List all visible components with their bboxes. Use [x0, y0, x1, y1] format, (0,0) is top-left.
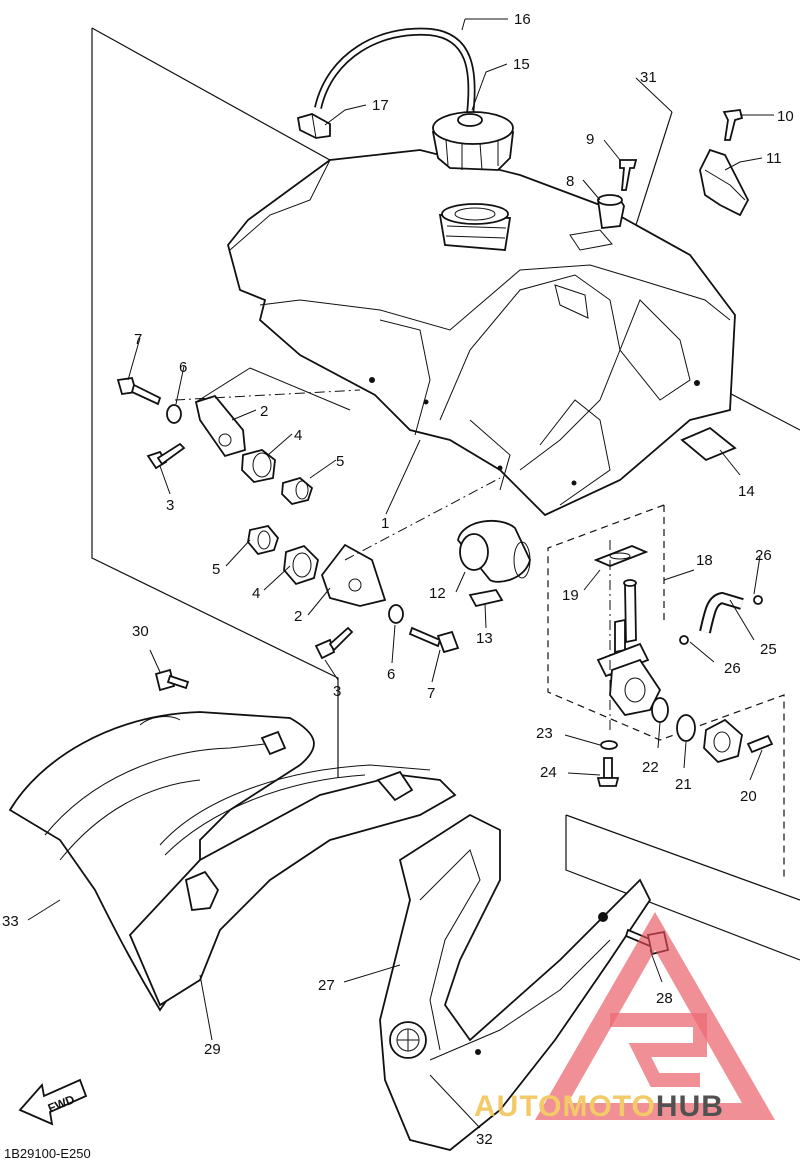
callout-19: 19 — [562, 587, 579, 604]
callout-15: 15 — [513, 56, 530, 73]
callout-2a: 2 — [260, 403, 268, 420]
callout-6a: 6 — [179, 359, 187, 376]
callout-27: 27 — [318, 977, 335, 994]
forward-arrow: FWD — [18, 1078, 88, 1126]
fuel-tank — [227, 149, 736, 517]
breather-hose — [314, 27, 476, 116]
callout-labels: 16 15 17 31 9 8 10 11 7 6 2 4 5 3 1 14 5… — [2, 11, 794, 1148]
callout-9: 9 — [586, 131, 594, 148]
side-shroud-27 — [379, 813, 652, 1151]
watermark-auto: AUTO — [474, 1090, 562, 1123]
callout-5b: 5 — [212, 561, 220, 578]
callout-3a: 3 — [166, 497, 174, 514]
callout-21: 21 — [675, 776, 692, 793]
svg-text:AUTOMOTOHUB: AUTOMOTOHUB — [474, 1090, 724, 1123]
callout-13: 13 — [476, 630, 493, 647]
fuel-hose-joint — [457, 519, 531, 608]
callout-16: 16 — [514, 11, 531, 28]
callout-22: 22 — [642, 759, 659, 776]
callout-31: 31 — [640, 69, 657, 86]
callout-30: 30 — [132, 623, 149, 640]
callout-24: 24 — [540, 764, 557, 781]
hose-clip — [296, 113, 331, 139]
right-mount-assembly — [247, 477, 501, 660]
callout-20: 20 — [740, 788, 757, 805]
side-shroud-33 — [8, 711, 315, 1012]
leader-lines — [27, 18, 774, 1129]
callout-26a: 26 — [755, 547, 772, 564]
callout-8: 8 — [566, 173, 574, 190]
callout-28: 28 — [656, 990, 673, 1007]
callout-32: 32 — [476, 1131, 493, 1148]
watermark-hub: HUB — [656, 1090, 724, 1123]
callout-4b: 4 — [252, 585, 260, 602]
callout-23: 23 — [536, 725, 553, 742]
callout-33: 33 — [2, 913, 19, 930]
fuel-hose-and-clips — [679, 591, 763, 645]
fuel-cap — [431, 111, 515, 171]
callout-26b: 26 — [724, 660, 741, 677]
graphic-29 — [128, 730, 457, 1007]
callout-7a: 7 — [134, 331, 142, 348]
fuel-cock-assembly — [547, 504, 785, 880]
left-mount-assembly — [116, 367, 361, 505]
shroud-bolt — [154, 668, 190, 692]
callout-12: 12 — [429, 585, 446, 602]
callout-10: 10 — [777, 108, 794, 125]
callout-6b: 6 — [387, 666, 395, 683]
diagram-code: 1B29100-E250 — [4, 1146, 91, 1161]
watermark-triangle-icon — [535, 912, 775, 1120]
callout-4a: 4 — [294, 427, 302, 444]
screw-and-bracket — [699, 109, 750, 217]
tank-pad — [680, 426, 737, 462]
callout-11: 11 — [766, 150, 782, 167]
callout-5a: 5 — [336, 453, 344, 470]
automotohub-watermark: AUTOMOTOHUB — [474, 912, 775, 1123]
callout-29: 29 — [204, 1041, 221, 1058]
callout-3b: 3 — [333, 683, 341, 700]
callout-17: 17 — [372, 97, 389, 114]
callout-14: 14 — [738, 483, 755, 500]
callout-18: 18 — [696, 552, 713, 569]
callout-2b: 2 — [294, 608, 302, 625]
damper-and-screw — [596, 159, 638, 229]
callout-1: 1 — [381, 515, 389, 532]
callout-7b: 7 — [427, 685, 435, 702]
watermark-moto: MOTO — [562, 1090, 655, 1123]
callout-25: 25 — [760, 641, 777, 658]
